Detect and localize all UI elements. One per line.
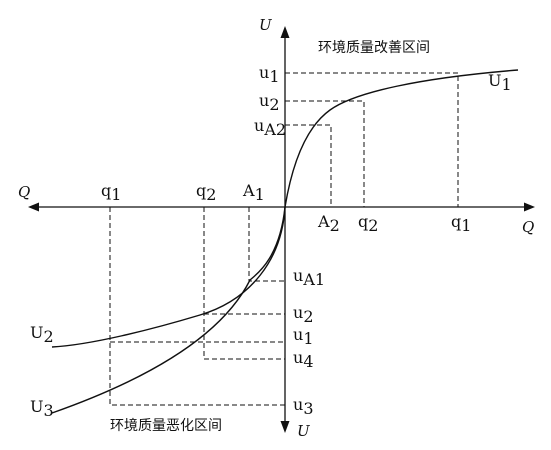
horizontal-axis-left-arrow (28, 202, 39, 212)
label-u3-lower: u3 (293, 395, 314, 418)
label-ua1-lower: uA1 (293, 266, 325, 289)
guide-q2-lower (203, 207, 285, 360)
guide-ua1 (248, 207, 285, 282)
vertical-axis-bottom-arrow (280, 421, 290, 433)
guide-u2 (285, 100, 365, 207)
horizontal-axis-right-label: Q (522, 218, 534, 236)
curve-label-u3: U3 (30, 397, 54, 420)
deterioration-region-title: 环境质量恶化区间 (110, 418, 222, 434)
curve-u3 (51, 206, 286, 414)
label-u1-lower: u1 (293, 325, 314, 348)
curve-label-u2: U2 (30, 323, 54, 346)
vertical-axis-top-arrow (280, 26, 290, 38)
label-a2: A2 (317, 212, 340, 235)
guide-q1-lower (109, 207, 285, 406)
curve-u1 (284, 69, 519, 208)
guide-ua2 (285, 124, 332, 207)
label-u2-lower: u2 (293, 303, 314, 326)
label-ua2-upper: uA2 (254, 116, 286, 139)
label-q2-right: q2 (358, 212, 378, 235)
label-u4-lower: u4 (293, 348, 314, 371)
label-u1-upper: u1 (259, 63, 280, 86)
label-q1-right: q1 (451, 212, 471, 235)
label-q1-left: q1 (101, 181, 121, 204)
label-q2-left: q2 (196, 181, 216, 204)
label-u2-upper: u2 (259, 91, 280, 114)
guide-u1 (285, 72, 459, 207)
vertical-axis-bottom-label: U (297, 422, 311, 440)
curve-u2 (51, 206, 286, 348)
horizontal-axis-right-arrow (524, 202, 535, 212)
curve-label-u1: U1 (488, 71, 512, 94)
improvement-region-title: 环境质量改善区间 (318, 40, 430, 56)
horizontal-axis-left-label: Q (18, 183, 30, 201)
label-a1: A1 (242, 181, 265, 204)
vertical-axis-top-label: U (259, 16, 273, 34)
